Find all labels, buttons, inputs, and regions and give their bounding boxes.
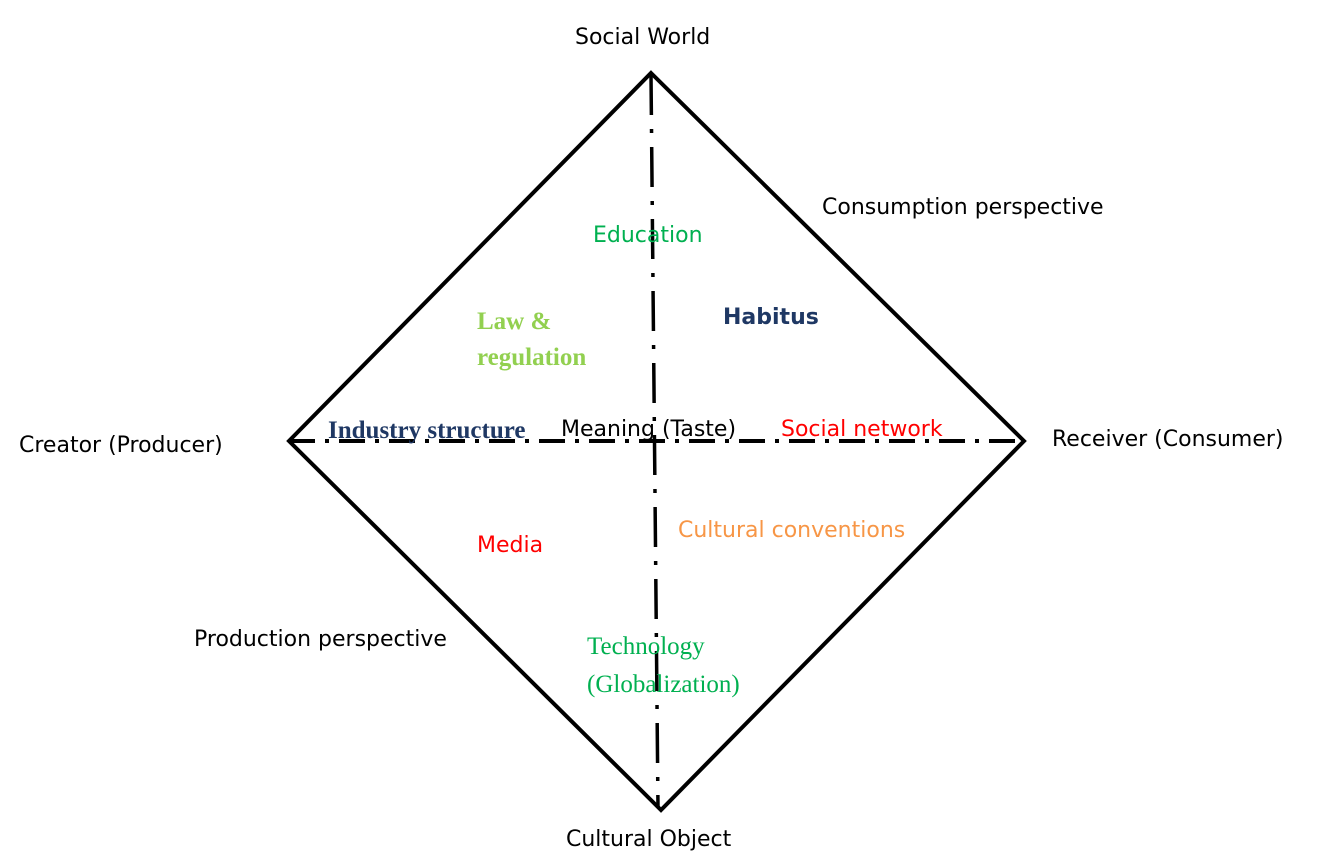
vertex-social-world: Social World — [575, 25, 711, 50]
factor-law-line1: Law & — [477, 308, 552, 335]
factor-habitus: Habitus — [723, 305, 819, 330]
production-perspective-label: Production perspective — [194, 627, 447, 652]
vertex-receiver: Receiver (Consumer) — [1052, 427, 1284, 452]
factor-meaning: Meaning (Taste) — [561, 417, 737, 442]
factor-cultural-conventions: Cultural conventions — [678, 518, 906, 543]
factor-media: Media — [477, 533, 544, 558]
vertex-creator: Creator (Producer) — [19, 433, 223, 458]
consumption-perspective-label: Consumption perspective — [822, 195, 1104, 220]
factor-technology-line2: (Globalization) — [587, 671, 740, 698]
vertex-cultural-object: Cultural Object — [566, 827, 732, 852]
vertical-axis — [649, 74, 660, 809]
factor-education: Education — [593, 223, 703, 248]
factor-law-line2: regulation — [477, 344, 587, 371]
factor-social-network: Social network — [781, 417, 943, 442]
factor-industry-structure: Industry structure — [328, 417, 526, 444]
factor-technology-line1: Technology — [587, 633, 705, 660]
diamond-outline — [286, 70, 1027, 813]
